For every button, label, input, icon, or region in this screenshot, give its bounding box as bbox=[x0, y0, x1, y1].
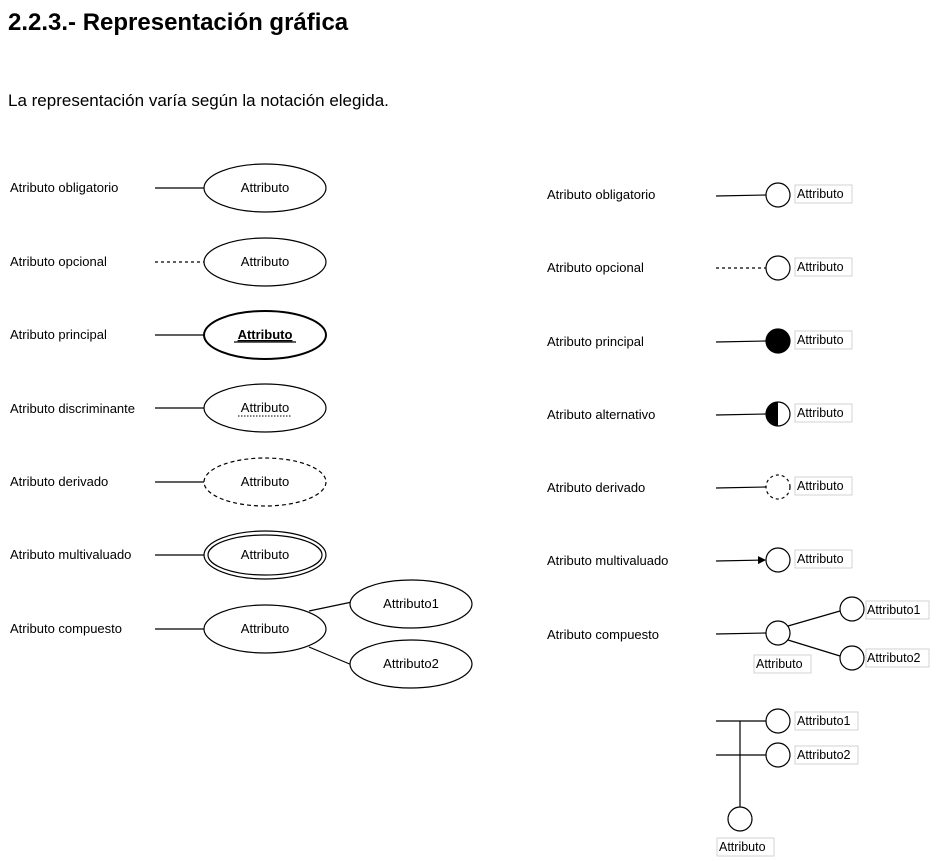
chen-ellipse-discriminant bbox=[203, 383, 327, 433]
chen-label-discriminant: Atributo discriminante bbox=[10, 401, 135, 416]
circle-half-fill-alternative bbox=[766, 402, 778, 426]
chen-row-composite: Atributo compuesto Attributo Attributo1 … bbox=[10, 579, 473, 689]
chen-attr-derived: Attributo bbox=[241, 474, 289, 489]
chen-ellipse-child-2 bbox=[349, 639, 473, 689]
circle-vertical-child-2: Attributo2 bbox=[797, 748, 851, 762]
chen-row-derived: Atributo derivado Attributo bbox=[10, 457, 327, 507]
chen-row-discriminant: Atributo discriminante Attributo bbox=[10, 383, 327, 433]
circle-row-optional: Atributo opcional Attributo bbox=[547, 255, 853, 281]
circle-box-primary bbox=[794, 330, 853, 350]
circle-row-multivalued: Atributo multivaluado Attributo bbox=[547, 547, 853, 573]
circle-label-composite: Atributo compuesto bbox=[547, 627, 659, 642]
circle-row-alternative: Atributo alternativo Attributo bbox=[547, 401, 853, 427]
circle-box-mandatory bbox=[794, 184, 853, 204]
circle-symbol-child-1 bbox=[839, 596, 865, 622]
circle-vertical-parent: Attributo bbox=[719, 840, 766, 854]
circle-child-1: Attributo1 bbox=[867, 603, 921, 617]
circle-attr-multivalued: Attributo bbox=[797, 552, 844, 566]
circle-symbol-composite bbox=[765, 620, 791, 646]
chen-label-derived: Atributo derivado bbox=[10, 474, 108, 489]
circle-row-primary: Atributo principal Attributo bbox=[547, 328, 853, 354]
chen-label-mandatory: Atributo obligatorio bbox=[10, 180, 118, 195]
circle-symbol-mandatory bbox=[765, 182, 791, 208]
chen-label-multivalued: Atributo multivaluado bbox=[10, 547, 131, 562]
chen-child-1: Attributo1 bbox=[383, 596, 439, 611]
chen-attr-mandatory: Attributo bbox=[241, 180, 289, 195]
circle-connector-composite bbox=[715, 632, 767, 635]
chen-label-optional: Atributo opcional bbox=[10, 254, 107, 269]
circle-attr-mandatory: Attributo bbox=[797, 187, 844, 201]
circle-label-optional: Atributo opcional bbox=[547, 260, 644, 275]
chen-connector-child-2 bbox=[308, 646, 353, 666]
circle-label-derived: Atributo derivado bbox=[547, 480, 645, 495]
circle-vertical-symbol-parent bbox=[727, 806, 753, 832]
intro-text: La representación varía según la notació… bbox=[8, 91, 389, 110]
circle-vertical-symbol-child-1 bbox=[765, 708, 791, 734]
circle-attr-composite: Attributo bbox=[756, 657, 803, 671]
circle-connector-child-2 bbox=[787, 639, 841, 657]
chen-row-mandatory: Atributo obligatorio Attributo bbox=[10, 163, 327, 213]
circle-box-optional bbox=[794, 257, 853, 277]
chen-ellipse-child-1 bbox=[349, 579, 473, 629]
circle-symbol-primary bbox=[765, 328, 791, 354]
chen-attr-optional: Attributo bbox=[241, 254, 289, 269]
circle-arrow-multivalued bbox=[715, 556, 766, 565]
circle-connector-derived bbox=[715, 486, 767, 489]
chen-ellipse-derived bbox=[203, 457, 327, 507]
circle-connector-primary bbox=[715, 340, 767, 343]
circle-vertical-box-parent bbox=[716, 837, 775, 857]
circle-symbol-child-2 bbox=[839, 645, 865, 671]
circle-box-derived bbox=[794, 476, 853, 496]
chen-row-multivalued: Atributo multivaluado Attributo bbox=[10, 530, 327, 580]
chen-ellipse-primary bbox=[203, 310, 327, 360]
chen-notation: Atributo obligatorio Attributo Atributo … bbox=[10, 163, 473, 689]
chen-label-composite: Atributo compuesto bbox=[10, 621, 122, 636]
circle-vertical-symbol-child-2 bbox=[765, 742, 791, 768]
chen-ellipse-multivalued-outer bbox=[203, 530, 327, 580]
chen-ellipse-mandatory bbox=[203, 163, 327, 213]
circle-attr-alternative: Attributo bbox=[797, 406, 844, 420]
circle-label-primary: Atributo principal bbox=[547, 334, 644, 349]
chen-ellipse-multivalued-inner bbox=[207, 534, 323, 576]
circle-label-alternative: Atributo alternativo bbox=[547, 407, 655, 422]
circle-row-composite: Atributo compuesto Attributo Attributo1 … bbox=[547, 596, 930, 674]
circle-label-multivalued: Atributo multivaluado bbox=[547, 553, 668, 568]
circle-row-derived: Atributo derivado Attributo bbox=[547, 474, 853, 500]
circle-connector-mandatory bbox=[715, 194, 767, 197]
circle-connector-child-1 bbox=[787, 610, 841, 627]
circle-connector-alternative bbox=[715, 413, 767, 416]
circle-box-child-1 bbox=[865, 600, 930, 620]
circle-vertical-composite: Attributo1 Attributo2 Attributo bbox=[716, 708, 859, 857]
circle-symbol-optional bbox=[765, 255, 791, 281]
circle-attr-optional: Attributo bbox=[797, 260, 844, 274]
chen-label-primary: Atributo principal bbox=[10, 327, 107, 342]
circle-symbol-multivalued bbox=[765, 547, 791, 573]
circle-box-child-2 bbox=[865, 648, 930, 668]
circle-label-mandatory: Atributo obligatorio bbox=[547, 187, 655, 202]
circle-attr-primary: Attributo bbox=[797, 333, 844, 347]
circle-notation: Atributo obligatorio Attributo Atributo … bbox=[547, 182, 930, 857]
circle-attr-derived: Attributo bbox=[797, 479, 844, 493]
chen-attr-multivalued: Attributo bbox=[241, 547, 289, 562]
chen-attr-discriminant: Attributo bbox=[241, 400, 289, 415]
chen-ellipse-composite bbox=[203, 604, 327, 654]
circle-box-multivalued bbox=[794, 549, 853, 569]
chen-row-primary: Atributo principal Attributo bbox=[10, 310, 327, 360]
chen-attr-composite: Attributo bbox=[241, 621, 289, 636]
circle-box-alternative bbox=[794, 403, 853, 423]
circle-vertical-box-child-2 bbox=[794, 745, 859, 765]
circle-box-composite bbox=[753, 654, 812, 674]
circle-child-2: Attributo2 bbox=[867, 651, 921, 665]
circle-vertical-box-child-1 bbox=[794, 711, 859, 731]
chen-row-optional: Atributo opcional Attributo bbox=[10, 237, 327, 287]
chen-child-2: Attributo2 bbox=[383, 656, 439, 671]
chen-ellipse-optional bbox=[203, 237, 327, 287]
chen-attr-primary: Attributo bbox=[238, 327, 293, 342]
circle-vertical-child-1: Attributo1 bbox=[797, 714, 851, 728]
page-title: 2.2.3.- Representación gráfica bbox=[8, 9, 349, 36]
circle-symbol-derived bbox=[765, 474, 791, 500]
circle-row-mandatory: Atributo obligatorio Attributo bbox=[547, 182, 853, 208]
chen-connector-child-1 bbox=[308, 601, 353, 612]
